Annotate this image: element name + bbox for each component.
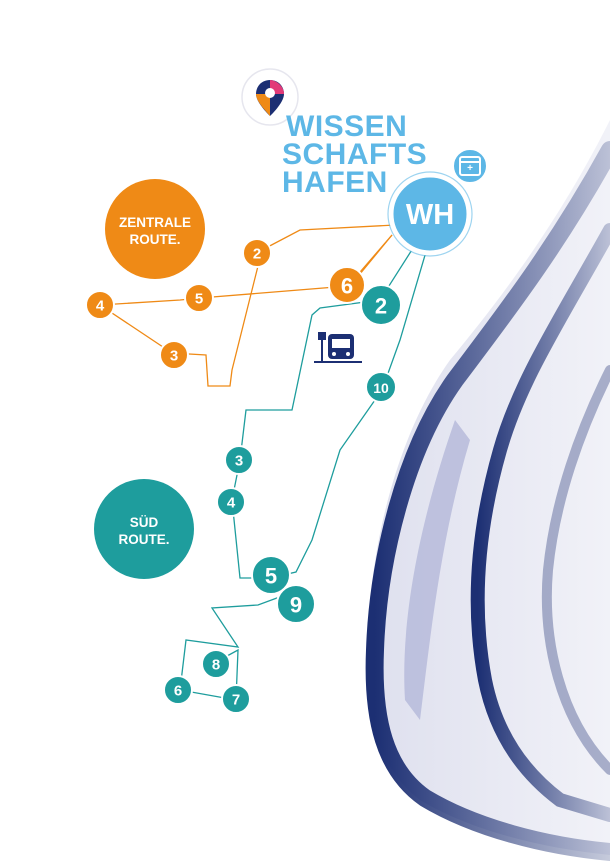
south-route-label-1: SÜD <box>130 515 159 530</box>
stop-number: 3 <box>170 348 178 365</box>
waterfront-area <box>365 120 610 861</box>
south-stop-5[interactable]: 5 <box>251 555 291 595</box>
south-stop-7[interactable]: 7 <box>221 684 251 714</box>
south-stop-8[interactable]: 8 <box>201 649 231 679</box>
central-stop-2[interactable]: 2 <box>242 238 272 268</box>
stop-number: 2 <box>375 294 387 319</box>
stop-number: 6 <box>174 683 182 700</box>
central-route-badge[interactable]: ZENTRALE ROUTE. <box>105 179 205 279</box>
south-route-label-2: ROUTE. <box>118 532 169 547</box>
central-stop-3[interactable]: 3 <box>159 340 189 370</box>
stop-number: 4 <box>96 298 105 315</box>
central-route-label-1: ZENTRALE <box>119 215 191 230</box>
stop-number: 10 <box>373 380 389 396</box>
south-route-lines <box>179 244 429 701</box>
central-stop-5[interactable]: 5 <box>184 283 214 313</box>
south-stop-10[interactable]: 10 <box>365 371 397 403</box>
title-line-2: SCHAFTS <box>282 138 427 171</box>
stop-number: 5 <box>265 564 277 589</box>
stop-number: 2 <box>253 246 261 263</box>
south-stop-4[interactable]: 4 <box>216 487 246 517</box>
hub-label: WH <box>406 199 454 231</box>
south-stop-6[interactable]: 6 <box>163 675 193 705</box>
calendar-icon[interactable]: + <box>452 148 488 184</box>
stop-number: 8 <box>212 657 220 674</box>
title-line-1: WISSEN <box>286 110 407 143</box>
south-stop-3[interactable]: 3 <box>224 445 254 475</box>
south-route-badge[interactable]: SÜD ROUTE. <box>94 479 194 579</box>
central-stop-6[interactable]: 6 <box>328 266 366 304</box>
south-stop-2[interactable]: 2 <box>360 284 402 326</box>
stop-number: 3 <box>235 453 243 470</box>
central-route-label-2: ROUTE. <box>129 232 180 247</box>
svg-text:+: + <box>467 163 473 174</box>
title-line-3: HAFEN <box>282 166 388 199</box>
location-pin-icon <box>241 68 299 126</box>
hub-badge[interactable]: WH <box>387 171 473 257</box>
bus-stop-icon <box>314 332 362 363</box>
central-stop-4[interactable]: 4 <box>85 290 115 320</box>
south-stop-9[interactable]: 9 <box>276 584 316 624</box>
stop-number: 5 <box>195 291 203 308</box>
stop-number: 9 <box>290 593 302 618</box>
stop-number: 6 <box>341 274 353 299</box>
stop-number: 4 <box>227 495 236 512</box>
stop-number: 7 <box>232 692 240 709</box>
